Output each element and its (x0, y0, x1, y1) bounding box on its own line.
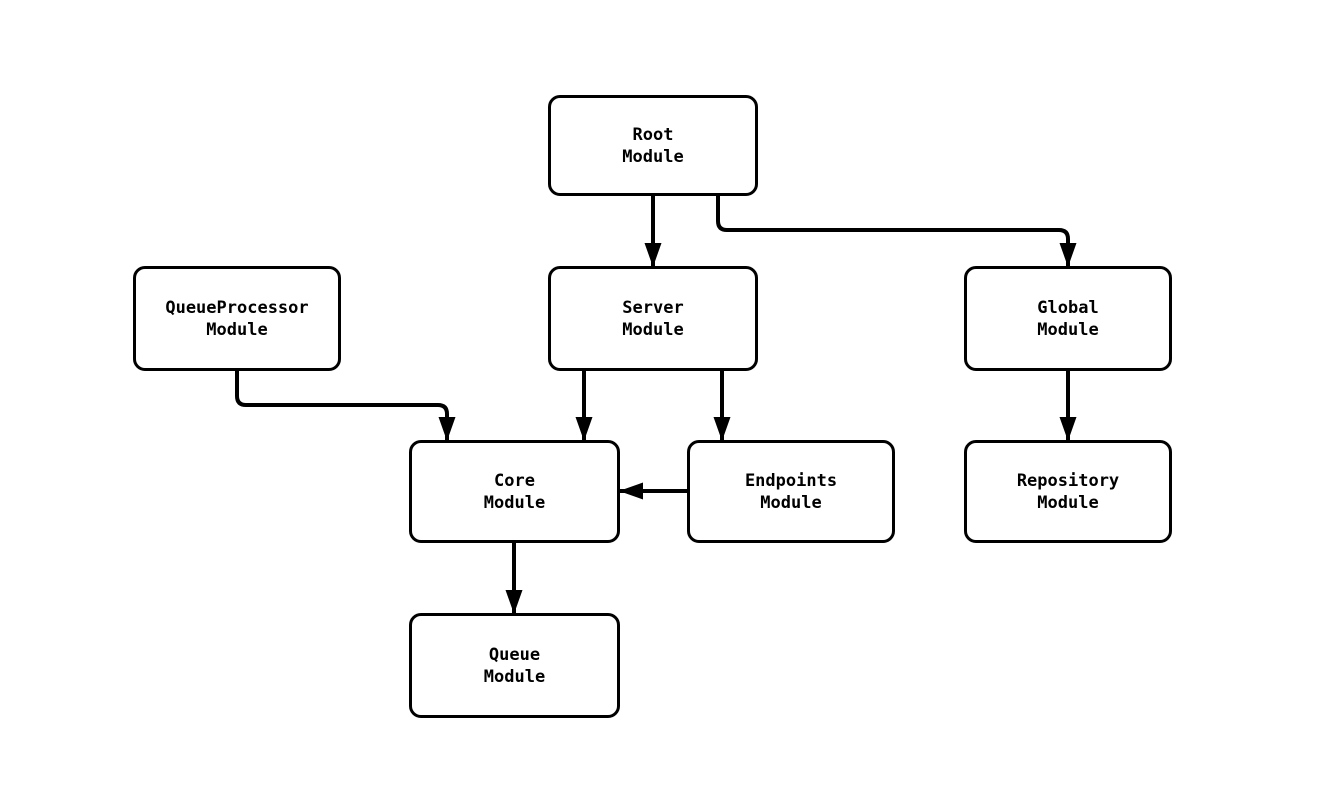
node-core-module-name: Core (494, 470, 535, 491)
node-root-module-name: Root (632, 124, 674, 145)
node-global-module-suffix: Module (1037, 319, 1099, 340)
node-endpoints-module[interactable]: Endpoints Module (687, 440, 895, 543)
node-server-module[interactable]: Server Module (548, 266, 758, 371)
node-repository-module-suffix: Module (1037, 492, 1099, 513)
node-core-module[interactable]: Core Module (409, 440, 620, 543)
node-core-module-suffix: Module (483, 492, 546, 513)
node-global-module-name: Global (1037, 297, 1099, 318)
node-server-module-suffix: Module (622, 319, 684, 340)
node-queueprocessor-module-suffix: Module (206, 319, 268, 340)
node-endpoints-module-suffix: Module (760, 492, 822, 513)
edge-queueprocessor-to-core (235, 371, 456, 441)
node-root-module-suffix: Module (622, 146, 684, 167)
node-server-module-name: Server (622, 297, 684, 318)
node-endpoints-module-name: Endpoints (744, 470, 838, 491)
edge-root-to-global (716, 196, 1077, 267)
node-queueprocessor-module[interactable]: QueueProcessor Module (133, 266, 341, 371)
node-queue-module-suffix: Module (483, 666, 546, 687)
node-root-module[interactable]: Root Module (548, 95, 758, 196)
node-queueprocessor-module-name: QueueProcessor (165, 297, 309, 318)
node-repository-module[interactable]: Repository Module (964, 440, 1172, 543)
node-queue-module[interactable]: Queue Module (409, 613, 620, 718)
node-queue-module-name: Queue (488, 644, 541, 665)
node-global-module[interactable]: Global Module (964, 266, 1172, 371)
node-repository-module-name: Repository (1016, 470, 1120, 491)
